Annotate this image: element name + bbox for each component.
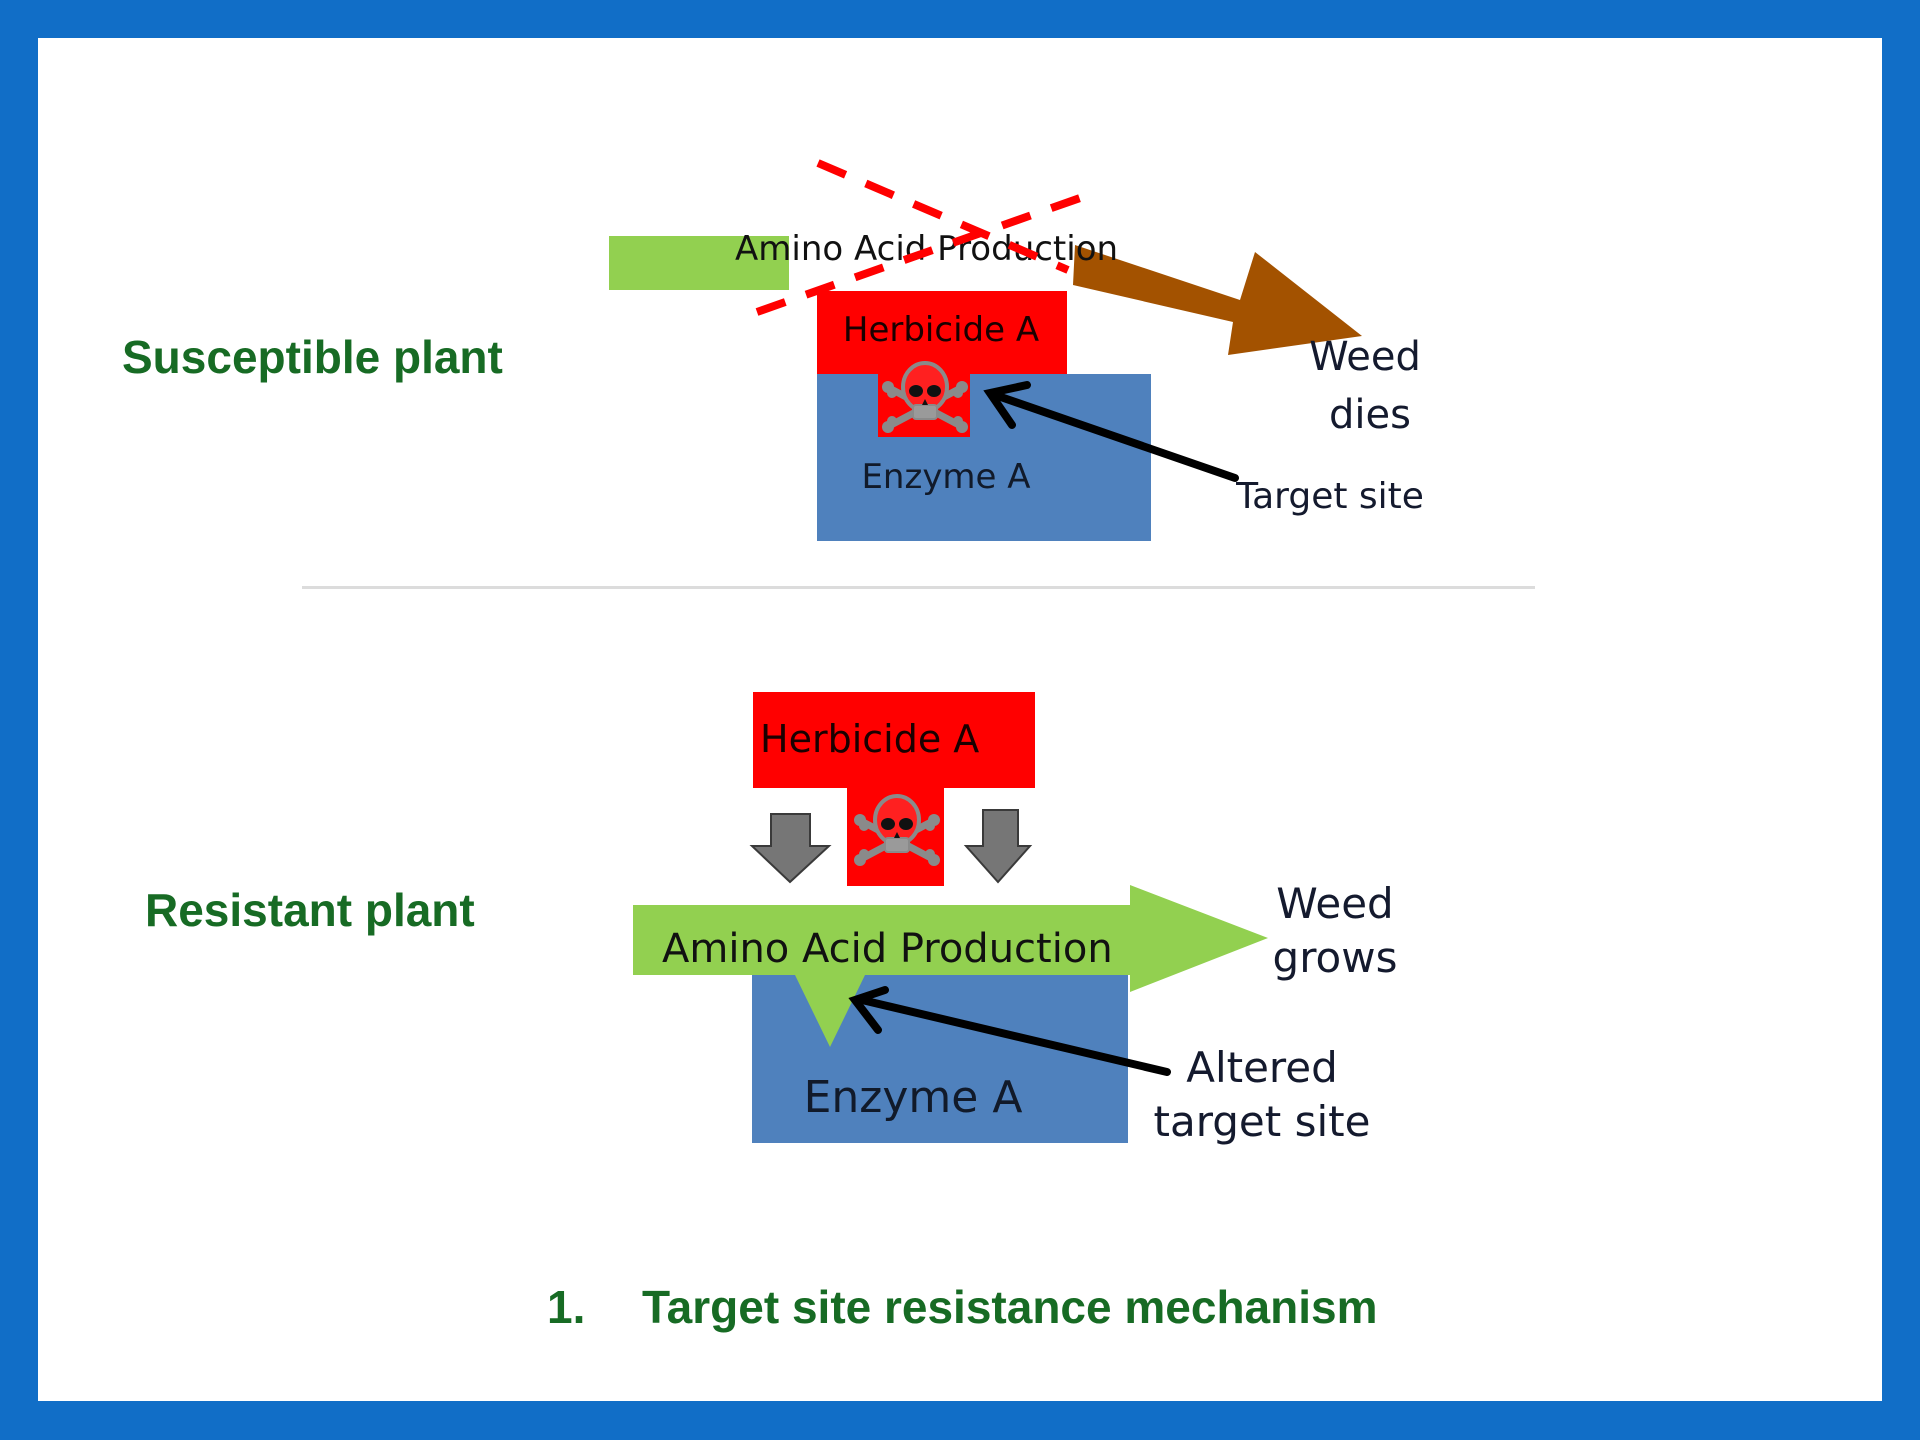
caption: 1. Target site resistance mechanism (547, 1280, 1447, 1340)
susceptible-enzyme-label: Enzyme A (861, 457, 1030, 497)
resistant-herbicide-box (753, 692, 1035, 788)
resistant-outcome-line1: Weed (1276, 879, 1393, 928)
caption-number: 1. (547, 1281, 586, 1333)
caption-text: Target site resistance mechanism (642, 1281, 1378, 1333)
resistant-plant-label: Resistant plant (145, 884, 475, 936)
susceptible-herbicide-label: Herbicide A (843, 310, 1039, 350)
susceptible-outcome-arrow (1073, 245, 1362, 355)
resistant-amino-acid-arrow (633, 885, 1268, 1047)
section-divider (302, 586, 1535, 589)
resistant-outcome-line2: grows (1273, 933, 1398, 982)
resistant-herbicide-label: Herbicide A (760, 717, 979, 761)
susceptible-target-site-label: Target site (1235, 476, 1424, 517)
resistant-pointer-label-line1: Altered (1186, 1043, 1338, 1092)
susceptible-amino-acid-bar (609, 236, 789, 290)
resistant-target-site-pointer (848, 986, 1171, 1076)
resistant-amino-acid-label: Amino Acid Production (662, 926, 1113, 972)
susceptible-plant-label: Susceptible plant (122, 331, 503, 383)
blocked-x-icon (755, 159, 1099, 316)
susceptible-enzyme-box (817, 374, 1151, 541)
susceptible-herbicide-box (817, 291, 1067, 374)
down-arrow-left-icon (749, 813, 832, 884)
susceptible-outcome-line1: Weed (1309, 334, 1421, 380)
susceptible-target-site-pointer (983, 381, 1239, 482)
susceptible-outcome-line2: dies (1329, 392, 1411, 438)
resistant-enzyme-label: Enzyme A (804, 1072, 1023, 1123)
resistant-pointer-label-line2: target site (1154, 1097, 1371, 1146)
down-arrow-right-icon (963, 809, 1033, 884)
